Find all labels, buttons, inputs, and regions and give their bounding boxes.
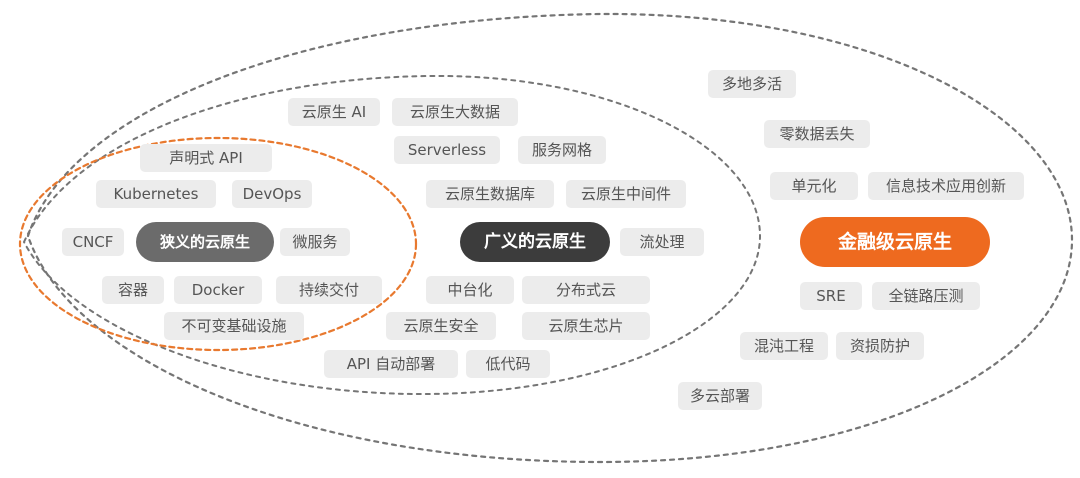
financial-cloud-native-hub: 金融级云原生 — [800, 217, 990, 267]
tag-cloud-native-chip: 云原生芯片 — [522, 312, 650, 340]
tag-immutable-infrastructure: 不可变基础设施 — [164, 312, 304, 340]
tag-docker: Docker — [174, 276, 262, 304]
narrow-cloud-native-ring — [18, 136, 418, 352]
tag-cloud-native-database: 云原生数据库 — [426, 180, 554, 208]
tag-serverless: Serverless — [394, 136, 500, 164]
broad-cloud-native-ring — [22, 74, 762, 396]
tag-cloud-native-ai: 云原生 AI — [288, 98, 380, 126]
tag-service-mesh: 服务网格 — [518, 136, 606, 164]
tag-cncf: CNCF — [62, 228, 124, 256]
tag-kubernetes: Kubernetes — [96, 180, 216, 208]
tag-full-link-stress-test: 全链路压测 — [872, 282, 980, 310]
tag-cloud-native-middleware: 云原生中间件 — [566, 180, 686, 208]
tag-distributed-cloud: 分布式云 — [522, 276, 650, 304]
tag-api-auto-deployment: API 自动部署 — [324, 350, 458, 378]
tag-multi-active: 多地多活 — [708, 70, 796, 98]
tag-asset-loss-prevention: 资损防护 — [836, 332, 924, 360]
tag-cloud-native-security: 云原生安全 — [386, 312, 496, 340]
tag-sre: SRE — [800, 282, 862, 310]
financial-cloud-native-ring — [26, 12, 1074, 464]
tag-microservices: 微服务 — [280, 228, 350, 256]
tag-cloud-native-big-data: 云原生大数据 — [392, 98, 518, 126]
tag-chaos-engineering: 混沌工程 — [740, 332, 828, 360]
tag-low-code: 低代码 — [466, 350, 550, 378]
broad-cloud-native-hub: 广义的云原生 — [460, 222, 610, 262]
tag-continuous-delivery: 持续交付 — [276, 276, 382, 304]
narrow-cloud-native-hub: 狭义的云原生 — [136, 222, 274, 262]
tag-declarative-api: 声明式 API — [140, 144, 272, 172]
tag-stream-processing: 流处理 — [620, 228, 704, 256]
tag-container: 容器 — [102, 276, 164, 304]
tag-unitization: 单元化 — [770, 172, 858, 200]
tag-devops: DevOps — [232, 180, 312, 208]
tag-zero-data-loss: 零数据丢失 — [764, 120, 870, 148]
tag-multi-cloud-deployment: 多云部署 — [678, 382, 762, 410]
tag-it-innovation: 信息技术应用创新 — [868, 172, 1024, 200]
tag-middle-platform: 中台化 — [426, 276, 514, 304]
